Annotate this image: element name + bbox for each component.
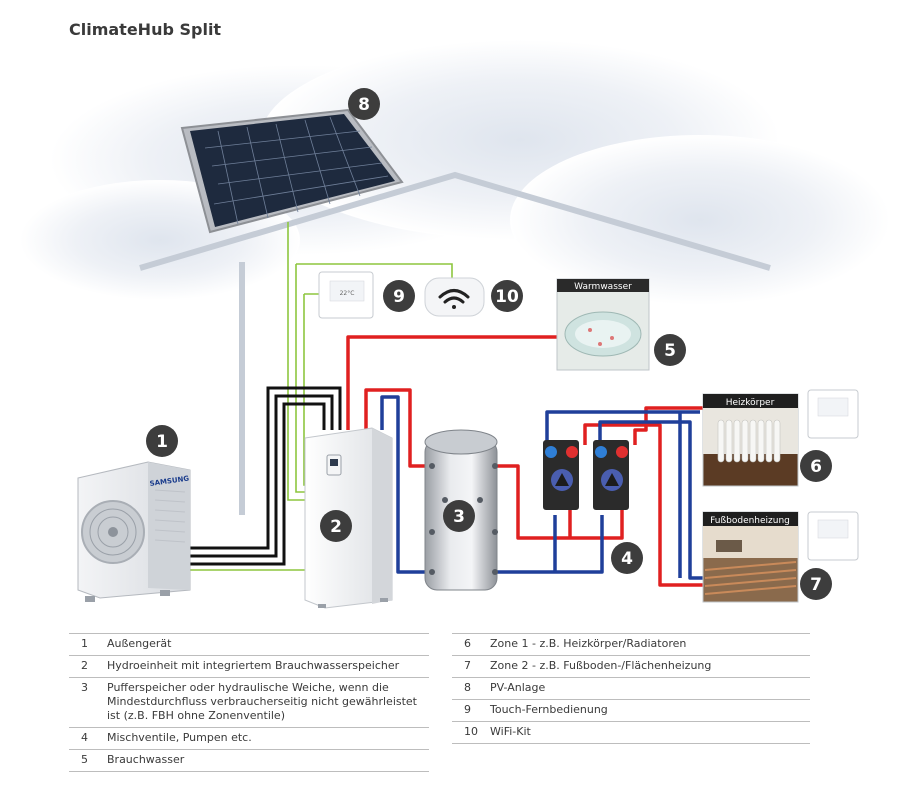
legend-number: 4 <box>81 731 88 744</box>
legend-number: 6 <box>464 637 471 650</box>
legend-text: Touch-Fernbedienung <box>490 703 608 716</box>
legend-text: Hydroeinheit mit integriertem Brauchwass… <box>107 659 400 672</box>
legend-number: 2 <box>81 659 88 672</box>
svg-text:3: 3 <box>453 507 465 527</box>
wifi-icon <box>438 289 470 309</box>
legend-row: 8 PV-Anlage <box>452 677 810 699</box>
badge-2: 2 <box>320 510 352 542</box>
legend-row: 6 Zone 1 - z.B. Heizkörper/Radiatoren <box>452 633 810 655</box>
legend-row: 1 Außengerät <box>69 633 429 655</box>
photo-heizkoerper: Heizkörper <box>702 393 799 487</box>
heating-system-diagram: SAMSUNG <box>20 40 890 609</box>
svg-text:10: 10 <box>495 287 519 307</box>
legend-row: 5 Brauchwasser <box>69 749 429 772</box>
svg-text:7: 7 <box>810 575 822 595</box>
legend-number: 1 <box>81 637 88 650</box>
legend-number: 8 <box>464 681 471 694</box>
legend-text: PV-Anlage <box>490 681 546 694</box>
legend-row: 9 Touch-Fernbedienung <box>452 699 810 721</box>
legend-number: 9 <box>464 703 471 716</box>
legend-row: 7 Zone 2 - z.B. Fußboden-/Flächenheizung <box>452 655 810 677</box>
legend-row: 3 Pufferspeicher oder hydraulische Weich… <box>69 677 429 727</box>
zone-controller-2 <box>807 511 859 561</box>
legend-text: Pufferspeicher oder hydraulische Weiche,… <box>107 681 417 722</box>
badge-6: 6 <box>800 450 832 482</box>
legend-number: 7 <box>464 659 471 672</box>
legend-text: Zone 2 - z.B. Fußboden-/Flächenheizung <box>490 659 712 672</box>
legend-row: 4 Mischventile, Pumpen etc. <box>69 727 429 749</box>
legend-text: Mischventile, Pumpen etc. <box>107 731 252 744</box>
refrigerant-lines <box>190 386 342 566</box>
legend-row: 2 Hydroeinheit mit integriertem Brauchwa… <box>69 655 429 677</box>
photo-heizkoerper-label: Heizkörper <box>726 398 775 408</box>
badge-10: 10 <box>491 280 523 312</box>
photo-warmwasser-label: Warmwasser <box>574 282 632 292</box>
wifi-kit-device <box>424 277 485 317</box>
badge-4: 4 <box>611 542 643 574</box>
controller-display: 22°C <box>340 290 355 297</box>
badge-8: 8 <box>348 88 380 120</box>
badge-9: 9 <box>383 280 415 312</box>
svg-text:5: 5 <box>664 341 676 361</box>
legend-row: 10 WiFi-Kit <box>452 721 810 744</box>
badge-3: 3 <box>443 500 475 532</box>
cold-pipes <box>380 395 708 580</box>
badge-7: 7 <box>800 568 832 600</box>
remote-controller-icon: 22°C <box>318 271 374 319</box>
photo-warmwasser: Warmwasser <box>556 278 650 371</box>
svg-text:8: 8 <box>358 95 370 115</box>
photo-fussbodenheizung: Fußbodenheizung <box>702 511 799 603</box>
signal-lines <box>190 222 453 571</box>
outdoor-unit-icon: SAMSUNG <box>77 461 191 602</box>
cloud-background <box>20 40 890 305</box>
house-outline <box>139 171 771 515</box>
badge-5: 5 <box>654 334 686 366</box>
solar-panel-icon <box>180 108 404 234</box>
zone-controller-1 <box>807 389 859 439</box>
page-title: ClimateHub Split <box>69 20 222 39</box>
pump-group-icon <box>543 440 629 510</box>
svg-text:6: 6 <box>810 457 822 477</box>
legend-text: Brauchwasser <box>107 753 185 766</box>
legend-text: Außengerät <box>107 637 172 650</box>
svg-text:9: 9 <box>393 287 405 307</box>
legend-right: 6 Zone 1 - z.B. Heizkörper/Radiatoren 7 … <box>452 633 810 744</box>
svg-text:2: 2 <box>330 517 342 537</box>
legend-left: 1 Außengerät 2 Hydroeinheit mit integrie… <box>69 633 429 772</box>
legend-number: 10 <box>464 725 478 738</box>
hot-pipes <box>346 335 710 587</box>
badge-1: 1 <box>146 425 178 457</box>
legend-number: 5 <box>81 753 88 766</box>
svg-text:1: 1 <box>156 432 168 452</box>
svg-text:4: 4 <box>621 549 633 569</box>
legend-text: Zone 1 - z.B. Heizkörper/Radiatoren <box>490 637 687 650</box>
legend-number: 3 <box>81 681 88 694</box>
legend-text: WiFi-Kit <box>490 725 531 738</box>
photo-fussboden-label: Fußbodenheizung <box>710 516 790 526</box>
